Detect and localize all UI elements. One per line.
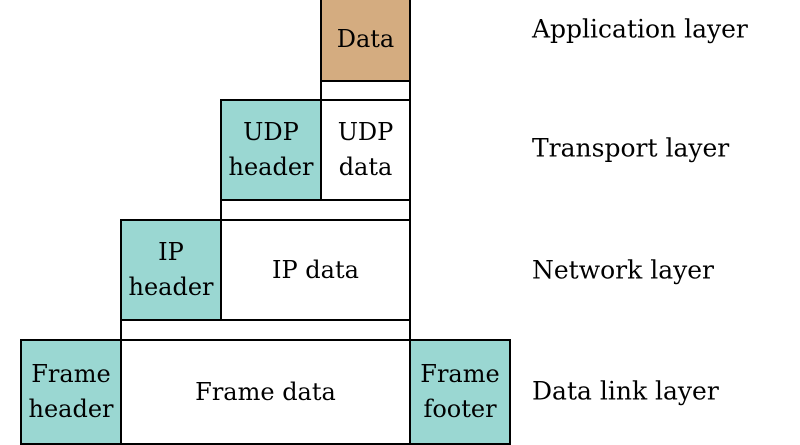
ip-data-box: IP data [220,219,411,321]
udp-data-box: UDP data [320,99,411,201]
network-layer-label: Network layer [532,255,714,285]
data-link-layer-label: Data link layer [532,376,719,406]
transport-gap-strip [220,199,411,221]
ip-header-box: IP header [120,219,222,321]
transport-layer-label: Transport layer [532,133,730,163]
application-data-box: Data [320,0,411,82]
udp-header-box: UDP header [220,99,322,201]
network-gap-strip [120,319,411,341]
frame-data-box: Frame data [120,339,411,445]
application-gap-strip [320,80,411,101]
application-layer-label: Application layer [532,14,748,44]
frame-header-box: Frame header [20,339,122,445]
encapsulation-diagram: Data UDP header UDP data IP header IP da… [20,0,748,445]
frame-footer-box: Frame footer [409,339,511,445]
